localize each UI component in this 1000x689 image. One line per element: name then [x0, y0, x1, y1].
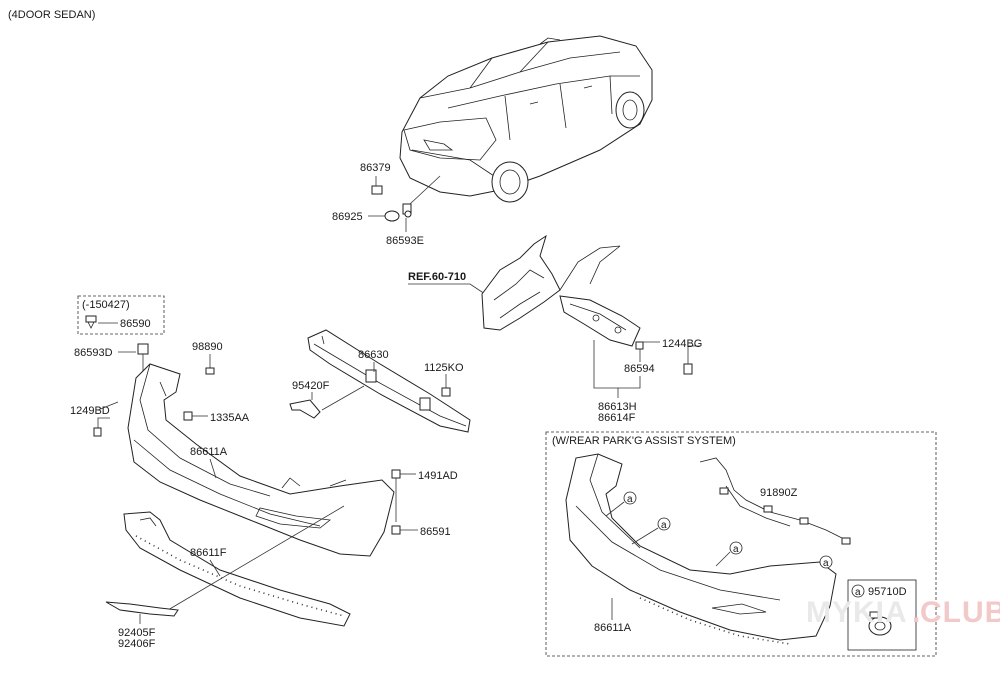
label-86379: 86379 [360, 162, 391, 174]
label-86594: 86594 [624, 363, 655, 375]
label-91890Z: 91890Z [760, 487, 798, 499]
part-86593D-clip [137, 343, 149, 372]
label-86593D: 86593D [74, 347, 113, 359]
serial-box-title: (-150427) [82, 299, 130, 311]
label-86925: 86925 [332, 211, 363, 223]
callout-a-4: a [819, 555, 833, 569]
svg-text:CLUB: CLUB [920, 596, 1000, 629]
car-illustration [399, 35, 653, 203]
part-86611A-bumper-cover [127, 363, 395, 557]
part-95420F-bracket [289, 399, 321, 419]
park-assist-box [545, 431, 937, 657]
label-1125KO: 1125KO [424, 362, 464, 374]
label-98890: 98890 [192, 341, 223, 353]
rear-quarter-panel [481, 234, 621, 331]
park-assist-title: (W/REAR PARK'G ASSIST SYSTEM) [552, 435, 736, 447]
label-92406F: 92406F [118, 638, 156, 650]
ref-label: REF.60-710 [408, 271, 466, 283]
part-1244BG-bolt [683, 345, 700, 375]
svg-text:a: a [661, 520, 667, 531]
part-1249BD-screw [93, 401, 119, 437]
part-1491AD-retainer [391, 469, 401, 479]
serial-box [77, 295, 165, 335]
label-86591: 86591 [420, 526, 451, 538]
callout-a-3: a [715, 541, 743, 567]
svg-text:a: a [733, 544, 739, 555]
label-1335AA: 1335AA [210, 412, 250, 424]
part-86590-clip [85, 315, 97, 329]
label-86613H: 86613H [598, 401, 637, 413]
part-86925-grommet [384, 210, 400, 222]
label-1249BD: 1249BD [70, 405, 110, 417]
part-86593E-clip [402, 203, 412, 218]
label-86611A-main: 86611A [190, 446, 228, 458]
part-1125KO-bolt [441, 387, 451, 397]
label-92405F: 92405F [118, 627, 156, 639]
part-86630-bumper-beam [307, 329, 471, 433]
svg-text:.: . [912, 596, 921, 629]
svg-text:a: a [627, 494, 633, 505]
label-86630: 86630 [358, 349, 389, 361]
svg-text:a: a [855, 587, 861, 598]
part-86611F-lower-valance [123, 511, 351, 627]
svg-text:a: a [823, 558, 829, 569]
sensor-inset [847, 579, 917, 651]
svg-text:MYKIA: MYKIA [806, 596, 908, 629]
part-91890Z-wiring [699, 457, 851, 545]
label-95710D: 95710D [868, 586, 907, 598]
part-86613H-bracket [559, 295, 641, 347]
label-86593E: 86593E [386, 235, 424, 247]
label-86590: 86590 [120, 318, 151, 330]
part-92405F-reflector [105, 601, 179, 617]
part-86611A-pa-bumper [565, 453, 837, 645]
label-86611A-pa: 86611A [594, 622, 632, 634]
part-95710D-sensor [868, 611, 892, 636]
watermark: MYKIA . CLUB [806, 596, 1000, 629]
part-86379-cap [371, 185, 383, 195]
callout-a-2: a [631, 517, 671, 545]
label-1244BG: 1244BG [662, 338, 702, 350]
part-1335AA-nut [183, 411, 193, 421]
label-1491AD: 1491AD [418, 470, 458, 482]
part-86594-clip [635, 341, 644, 350]
label-95420F: 95420F [292, 380, 330, 392]
label-86611F: 86611F [190, 547, 227, 559]
part-86591-screw [391, 525, 401, 535]
callout-a-1: a [605, 491, 637, 517]
part-98890-nut [205, 367, 215, 375]
variant-title: (4DOOR SEDAN) [8, 9, 95, 21]
callout-a-inset: a [851, 584, 865, 598]
label-86614F: 86614F [598, 412, 636, 424]
